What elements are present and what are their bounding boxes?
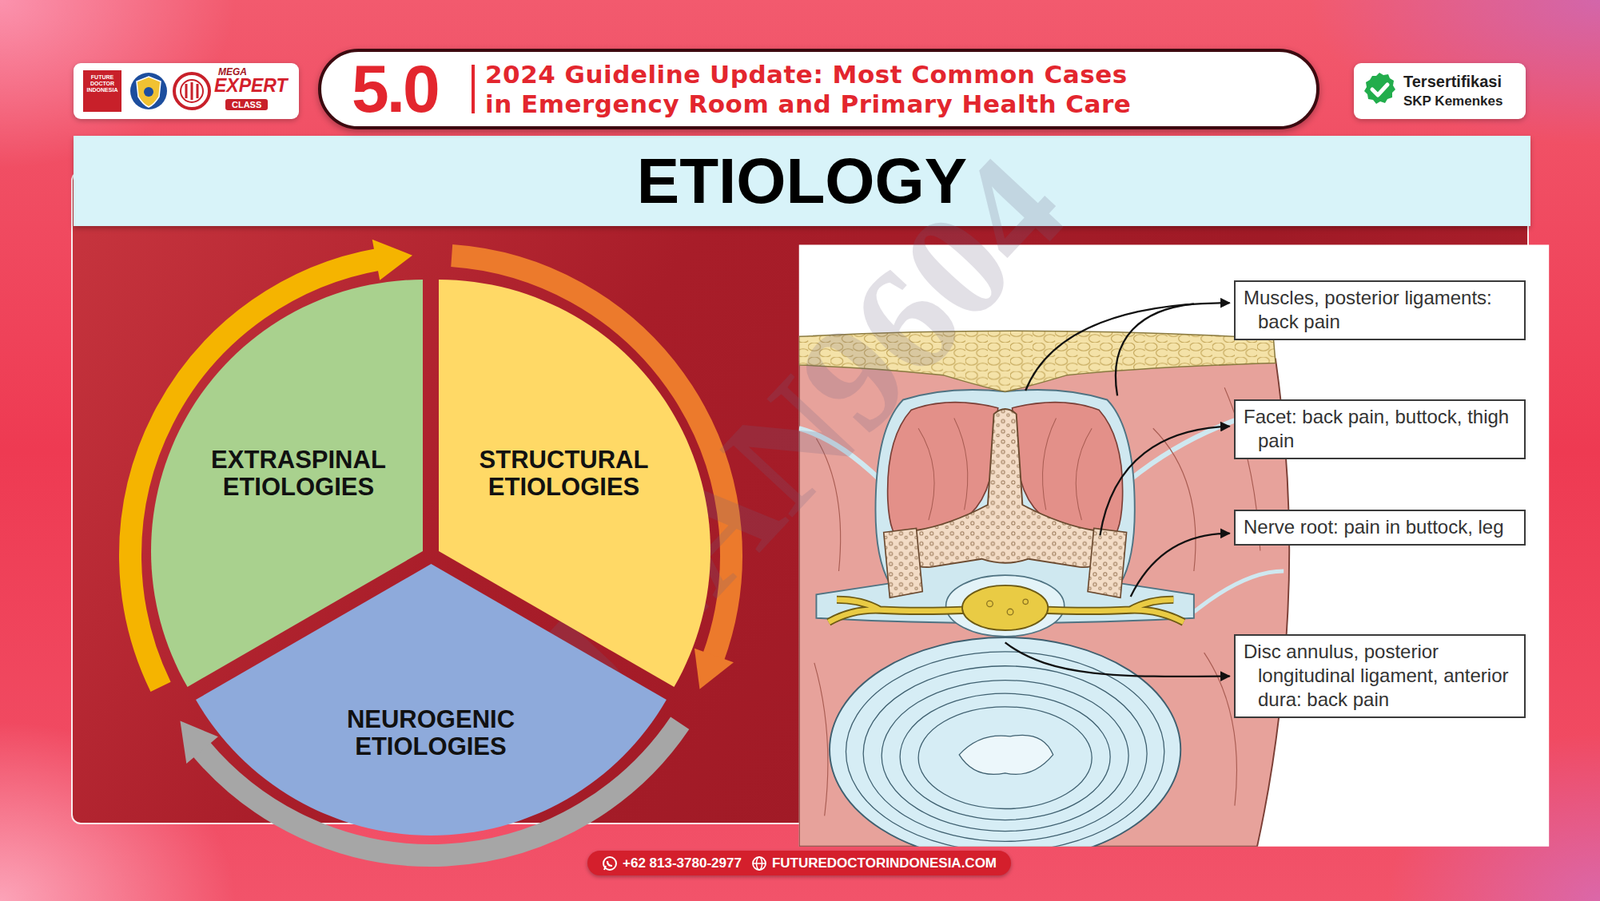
decor-svg [601,855,618,872]
nucleus [959,735,1053,775]
callout-text: Muscles, posterior ligaments: back pain [1243,286,1517,335]
muscle-fiber [1153,428,1196,572]
dural-sac [962,585,1048,631]
callout-text: Facet: back pain, buttock, thigh pain [1243,405,1517,454]
leader-line [1115,303,1195,396]
sector-label: EXTRASPINAL ETIOLOGIES [194,446,402,502]
spinous-process [899,409,1111,568]
decor-g [799,244,1549,862]
logo-badge: CLASS [225,99,268,111]
muscle-fiber [1075,428,1092,521]
decor-circle [752,857,766,871]
logo-text: EXPERT [214,75,288,96]
arrow-head [694,648,734,690]
certified-box: TersertifikasiSKP Kemenkes [1353,63,1526,120]
decor-rect [83,70,122,112]
version-number: 5.0 [351,51,438,127]
sector-label: STRUCTURAL ETIOLOGIES [460,446,669,502]
nerve-root [828,600,1184,623]
disc-ring [863,666,1147,843]
fascia-line [799,428,880,480]
decor-circle [143,87,154,97]
decor-svg [1357,63,1402,120]
dural-speckle [1006,608,1014,616]
subcutaneous-fat [799,330,1276,392]
decor-circle [130,72,168,110]
disc [829,637,1181,848]
decor-svg [751,855,768,872]
muscle-fiber [918,428,935,521]
fascia-compartment [815,390,1194,624]
logo-text: FUTURE DOCTOR INDONESIA [83,74,121,94]
logo-box: FUTURE DOCTOR INDONESIAMEGAEXPERTCLASS [73,63,299,120]
disc-ring [899,693,1111,820]
arrow-head [372,239,413,281]
banner-heading: 2024 Guideline Update: Most Common Cases… [485,59,1293,120]
decor-svg [468,51,485,127]
facet-joint [883,528,924,598]
leader-arrow [1005,642,1230,677]
etiology-sector: NEUROGENIC ETIOLOGIES [194,562,669,838]
decor-g [799,330,1290,847]
paraspinal-muscle [887,402,999,540]
nerve-root [828,600,1184,623]
dural-speckle [1022,599,1028,605]
leader-arrow [1025,302,1230,391]
muscle-mass [799,356,1290,848]
decor-path [607,861,613,867]
contact-text: +62 813-3780-2977 [622,855,742,872]
disc-ring [881,680,1129,832]
leader-arrow [1130,533,1230,598]
certified-text: Tersertifikasi [1403,71,1502,92]
decor-path [752,863,766,865]
arrow-head [179,721,218,765]
decor-rect [471,64,475,114]
sector-fill [195,564,667,836]
callout-box: Muscles, posterior ligaments: back pain [1233,280,1526,341]
decor-circle [603,857,617,871]
slide-title: ETIOLOGY [73,135,1531,227]
header-banner: 5.0 2024 Guideline Update: Most Common Ca… [318,48,1320,130]
disc-ring [845,652,1164,848]
contact-pill: +62 813-3780-2977 FUTUREDOCTORINDONESIA.C… [587,851,1011,876]
muscle-fiber [814,663,828,817]
decor-circle [174,73,210,109]
contact-icon [601,855,618,872]
muscle-fiber [1204,652,1238,807]
paraspinal-muscle [1012,402,1123,540]
sector-shape [194,562,669,838]
callout-text: Disc annulus, posterior longitudinal lig… [1243,640,1517,713]
contact-text: FUTUREDOCTORINDONESIA.COM [772,855,997,872]
decor-polygon [1364,72,1396,104]
decor-circle [180,79,203,103]
muscle-fiber [1042,417,1056,510]
sector-label: NEUROGENIC ETIOLOGIES [326,706,535,761]
disc-ring [918,707,1092,810]
image-panel [799,244,1549,847]
decor-path [136,76,161,108]
dural-speckle [987,600,994,608]
spinal-canal [946,575,1065,637]
callout-box: Facet: back pain, buttock, thigh pain [1233,399,1526,460]
certified-text: SKP Kemenkes [1403,92,1503,110]
callout-text: Nerve root: pain in buttock, leg [1243,515,1517,540]
decor-path [1372,84,1388,96]
muscle-fiber [954,417,968,510]
callout-box: Nerve root: pain in buttock, leg [1233,509,1526,546]
leader-arrow [1099,426,1230,537]
title-band: ETIOLOGY [73,135,1531,227]
facet-joint [1087,528,1127,598]
callout-box: Disc annulus, posterior longitudinal lig… [1233,634,1526,719]
contact-icon [751,855,768,872]
muscle-fiber [815,438,840,572]
fascia-line [1194,571,1284,613]
decor-path [604,866,606,871]
decor-path [186,82,198,100]
